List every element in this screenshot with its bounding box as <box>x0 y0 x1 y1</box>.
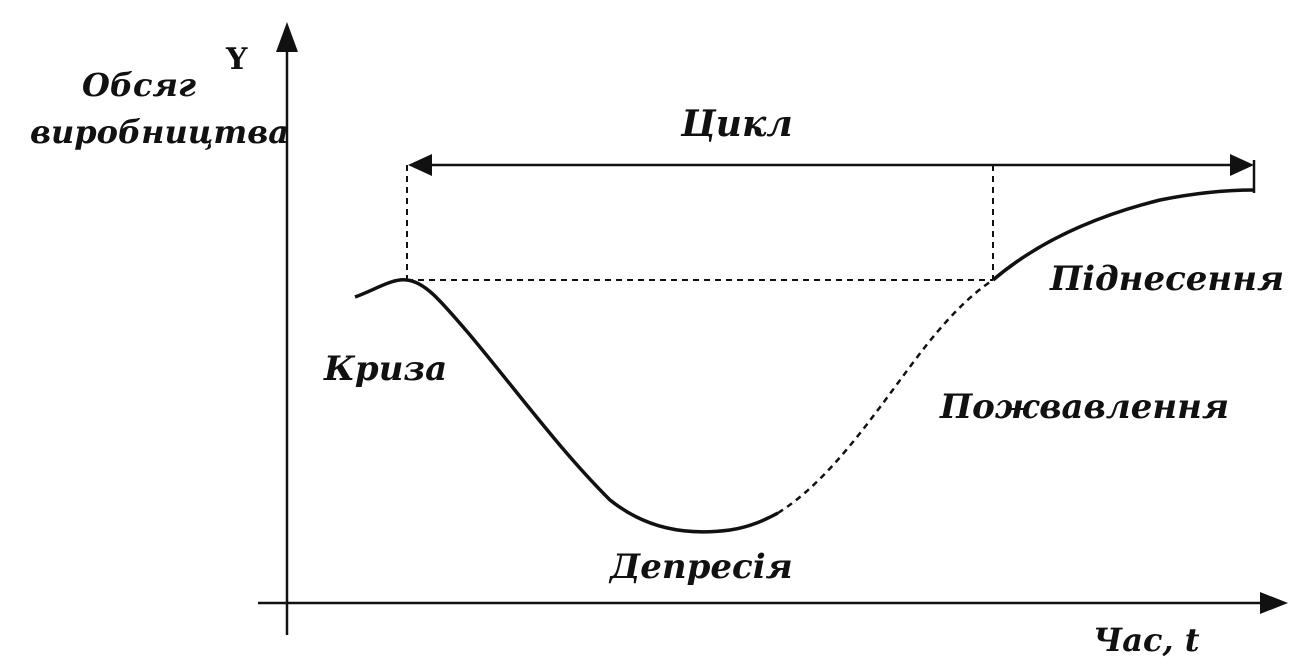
y-axis-letter: Y <box>225 42 248 77</box>
y-axis-label-line2: виробництва <box>30 113 289 151</box>
phase-label-depression: Депресія <box>608 547 793 587</box>
cycle-label: Цикл <box>680 103 793 145</box>
y-axis-label-line1: Обсяг <box>82 66 196 104</box>
phase-label-revival: Пожвавлення <box>939 387 1229 427</box>
cycle-arrow-left-head <box>408 154 432 176</box>
curve-revival <box>777 278 994 515</box>
x-axis-arrowhead <box>1260 592 1288 614</box>
curve-crisis-depression <box>354 278 779 534</box>
y-axis-arrowhead <box>276 22 298 52</box>
phase-label-rise: Піднесення <box>1049 259 1284 299</box>
cycle-arrow-right-head <box>1230 154 1254 176</box>
curve-rise <box>991 188 1255 282</box>
x-axis-label: Час, t <box>1093 621 1200 659</box>
phase-label-crisis: Криза <box>323 349 447 389</box>
